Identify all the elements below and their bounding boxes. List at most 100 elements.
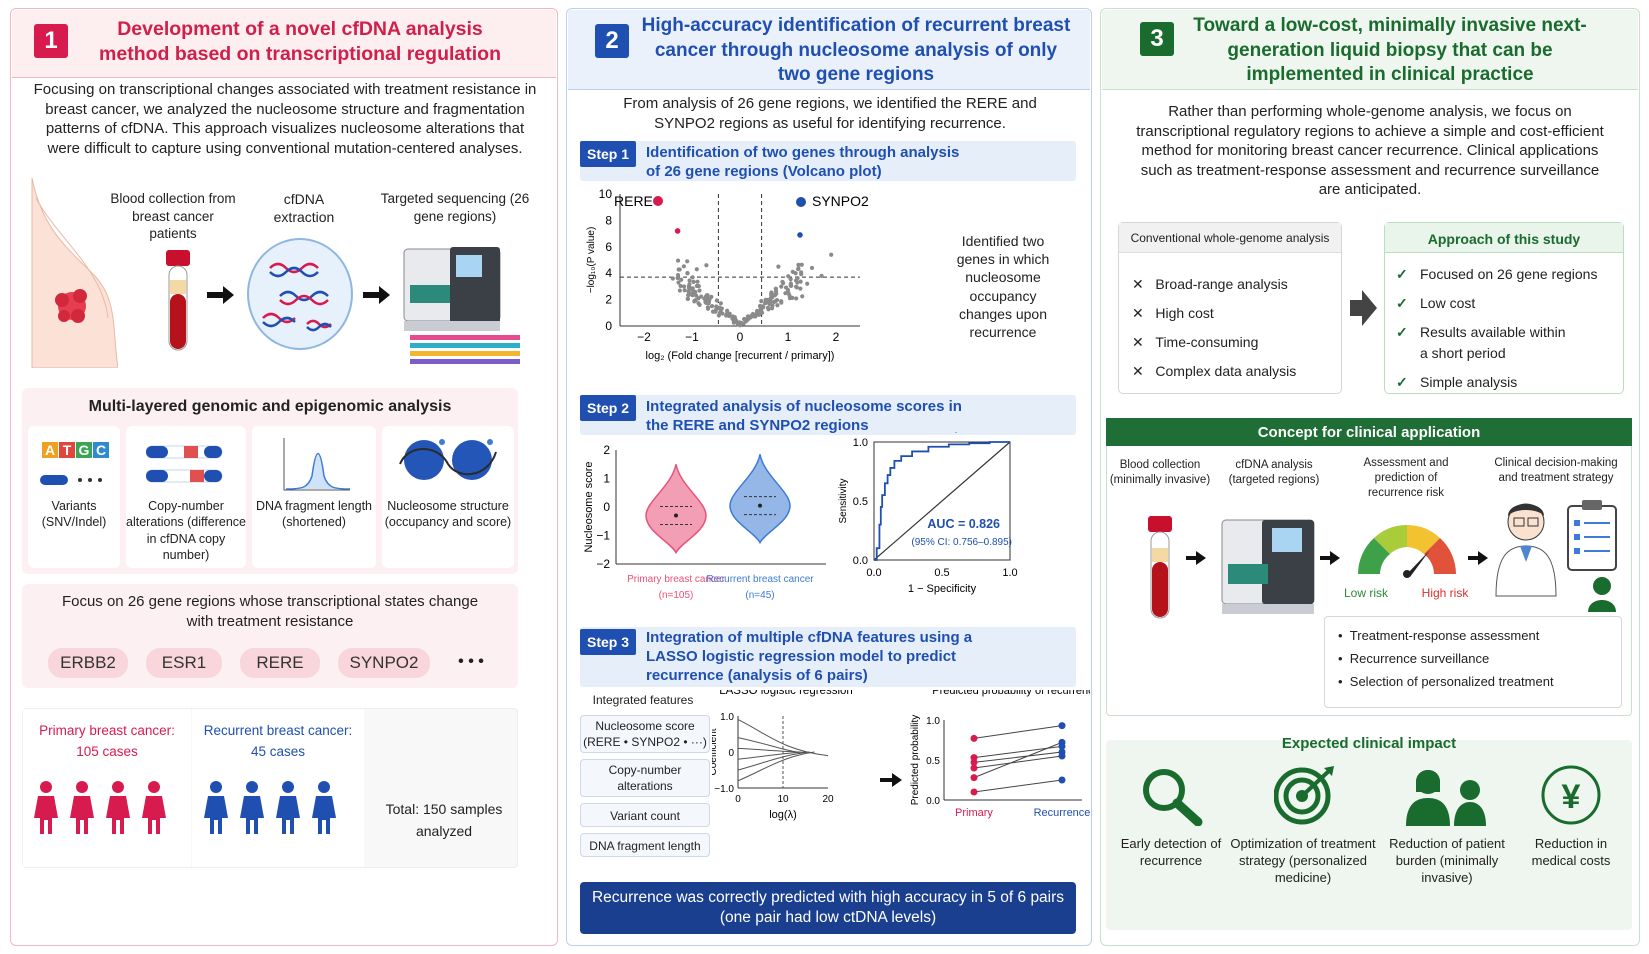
violin-shape <box>645 464 707 555</box>
primary-label: Primary breast cancer: <box>39 723 175 738</box>
data-point <box>670 276 675 281</box>
data-point <box>770 295 775 300</box>
y-tick-label: 1.0 <box>720 712 734 723</box>
blood-tube-icon <box>166 250 190 351</box>
x-axis-label: log(λ) <box>769 809 797 821</box>
data-point <box>754 308 760 314</box>
application-item: • Recurrence surveillance <box>1338 651 1490 666</box>
data-point <box>704 263 709 268</box>
panel-3-intro: Rather than performing whole-genome anal… <box>1136 103 1604 198</box>
data-point <box>675 258 681 263</box>
step2-title: Integrated analysis of nucleosome scores… <box>646 398 962 434</box>
check-icon: ✓ <box>1396 266 1408 282</box>
data-point <box>686 293 691 298</box>
nucleosome-icon <box>399 439 497 480</box>
recurrence-point <box>1058 752 1066 760</box>
data-point <box>773 299 778 304</box>
data-point <box>809 265 815 271</box>
paired-probability-plot: Predicted probability of recurrence1.00.… <box>910 690 1090 819</box>
data-point <box>793 278 799 283</box>
y-tick-label: 2 <box>605 293 612 307</box>
data-point <box>686 289 691 294</box>
x-tick-label: −1 <box>685 330 699 344</box>
primary-point <box>970 754 978 762</box>
y-tick-label: 1 <box>603 472 610 486</box>
coefficient-path <box>737 747 802 753</box>
gene-pill: ERBB2 <box>48 648 128 678</box>
data-point <box>690 275 695 280</box>
data-point <box>796 262 801 267</box>
y-tick-label: 1.0 <box>926 716 940 727</box>
median-point <box>674 513 678 518</box>
approach-list: ✓Focused on 26 gene regions ✓Low cost ✓R… <box>1396 264 1620 393</box>
yen-symbol: ¥ <box>1561 778 1581 816</box>
feature-item: Variant count <box>580 803 710 827</box>
features-title: Integrated features <box>592 693 694 707</box>
ci-label: (95% CI: 0.756–0.895) <box>911 537 1012 548</box>
gene-pill: ESR1 <box>146 648 222 678</box>
concept-step: cfDNA analysis (targeted regions) <box>1228 459 1320 486</box>
data-point <box>724 308 730 313</box>
pair-title: Predicted probability of recurrence <box>932 690 1090 697</box>
applications-box <box>1324 616 1622 708</box>
impact-item: Reduction of patient burden (minimally i… <box>1389 836 1505 885</box>
data-point <box>681 284 687 289</box>
data-point <box>749 313 754 319</box>
data-point <box>798 286 803 291</box>
data-point <box>714 304 719 309</box>
data-point <box>677 267 682 272</box>
legend-synpo2-marker <box>796 197 806 207</box>
coefficient-path <box>737 751 815 782</box>
data-point <box>685 271 690 276</box>
focus-title: Focus on 26 gene regions whose transcrip… <box>61 593 479 630</box>
x-category-label: Primary <box>955 807 993 819</box>
y-tick-label: 10 <box>599 187 613 201</box>
panel-2-title: High-accuracy identification of recurren… <box>641 15 1071 86</box>
data-point <box>685 296 691 302</box>
panel-2-header <box>568 10 1090 90</box>
data-point <box>794 296 799 301</box>
data-point <box>685 259 690 264</box>
roc-title: ROC analysis results <box>904 432 1012 433</box>
analysis-item-cna: Copy-number alterations (difference in c… <box>126 499 246 562</box>
impact-box <box>1106 740 1632 930</box>
coefficient-path <box>737 719 829 757</box>
diagonal-line <box>873 441 1011 561</box>
pair-line <box>973 755 1063 769</box>
roc-curve <box>874 441 1010 561</box>
recurrent-patients-icon <box>204 781 336 834</box>
step1-title: Identification of two genes through anal… <box>646 144 960 180</box>
data-point <box>696 283 701 289</box>
y-tick-label: 0 <box>603 500 610 514</box>
data-point <box>705 305 710 310</box>
data-point <box>776 264 781 269</box>
dna-fragment-icon <box>40 475 102 485</box>
x-tick-label: 2 <box>833 330 840 344</box>
concept-title: Concept for clinical application <box>1257 424 1481 441</box>
tumor-icon <box>55 289 87 323</box>
data-point <box>697 302 702 308</box>
volcano-note: Identified two genes in which nucleosome… <box>956 233 1050 340</box>
data-point <box>735 322 740 327</box>
arrow-icon <box>1468 551 1488 565</box>
data-point <box>768 298 773 303</box>
x-tick-label: 0.0 <box>866 567 881 579</box>
x-tick-label: 1.0 <box>1002 567 1017 579</box>
data-point <box>710 309 716 314</box>
data-point <box>759 299 764 304</box>
data-point <box>703 294 708 299</box>
data-point <box>799 272 804 277</box>
data-point <box>761 305 766 310</box>
concept-step: Clinical decision-making and treatment s… <box>1494 457 1618 484</box>
risk-gauge-icon <box>1358 525 1456 578</box>
panel-2-intro: From analysis of 26 gene regions, we ide… <box>623 95 1037 132</box>
impact-title: Expected clinical impact <box>1281 735 1457 752</box>
copy-number-icon <box>146 445 223 483</box>
primary-patients-icon <box>34 781 166 834</box>
sequencer-icon <box>403 247 520 364</box>
auc-label: AUC = 0.826 <box>927 517 1000 531</box>
primary-cases: 105 cases <box>76 744 138 759</box>
x-tick-label: 0 <box>737 330 744 344</box>
data-point <box>779 299 784 304</box>
